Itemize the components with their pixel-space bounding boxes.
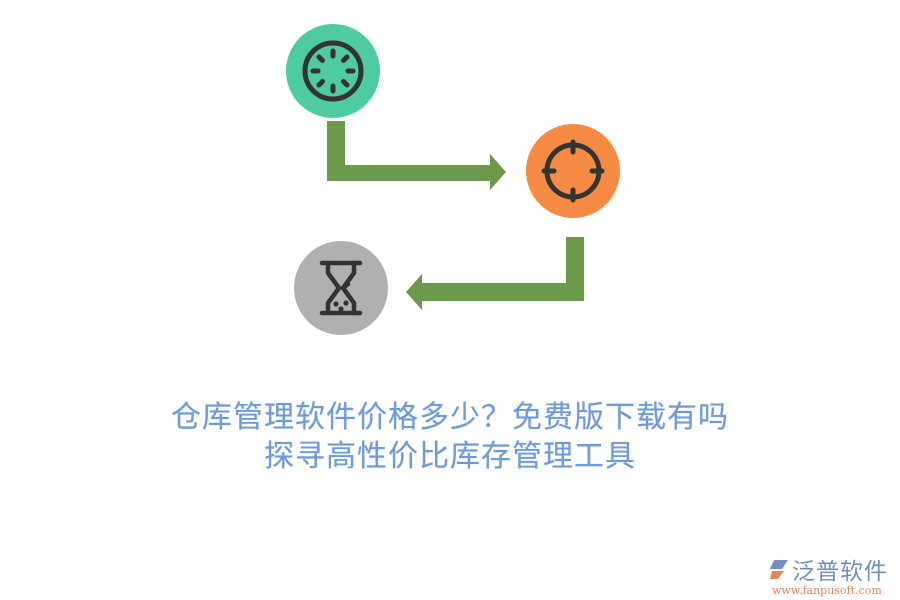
step2-node xyxy=(526,124,620,218)
step1-node xyxy=(286,24,380,118)
brand-mark-icon xyxy=(770,560,788,579)
brand-name: 泛普软件 xyxy=(792,559,888,585)
hourglass-icon xyxy=(319,260,363,316)
loading-spinner-icon xyxy=(302,40,364,102)
title-line-1: 仓库管理软件价格多少？免费版下载有吗 xyxy=(171,400,729,435)
crosshair-target-icon xyxy=(541,139,605,203)
arrow-step2-to-step3 xyxy=(406,237,584,310)
arrow-step1-to-step2 xyxy=(327,121,506,190)
step3-node xyxy=(294,241,388,335)
brand-logo: 泛普软件 www.fanpusoft.com xyxy=(768,552,898,597)
title-line-2: 探寻高性价比库存管理工具 xyxy=(264,439,636,474)
brand-url: www.fanpusoft.com xyxy=(772,584,882,597)
